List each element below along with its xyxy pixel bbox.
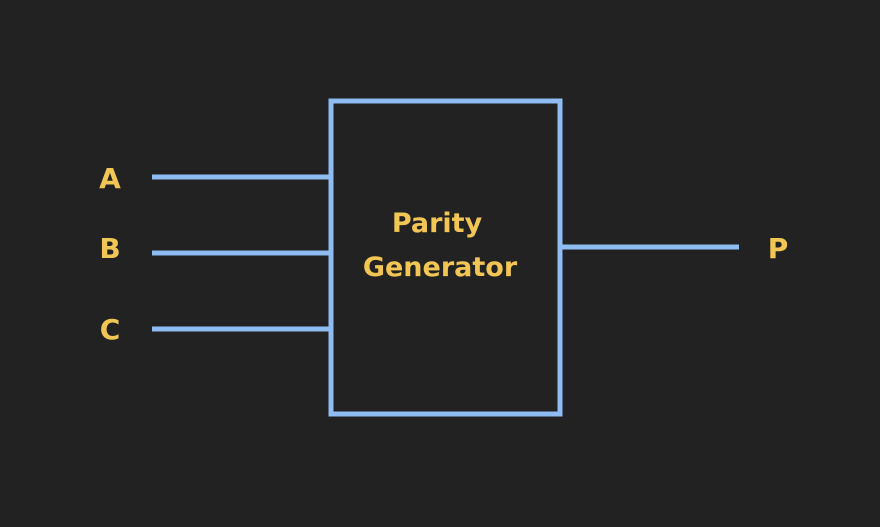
- block-label-line1: Parity: [392, 208, 483, 239]
- input-label-c: C: [100, 313, 121, 346]
- block-label-line2: Generator: [363, 252, 518, 283]
- output-label-p: P: [768, 232, 789, 265]
- parity-generator-block: [328, 98, 563, 417]
- input-label-b: B: [99, 232, 120, 265]
- input-label-a: A: [99, 162, 121, 195]
